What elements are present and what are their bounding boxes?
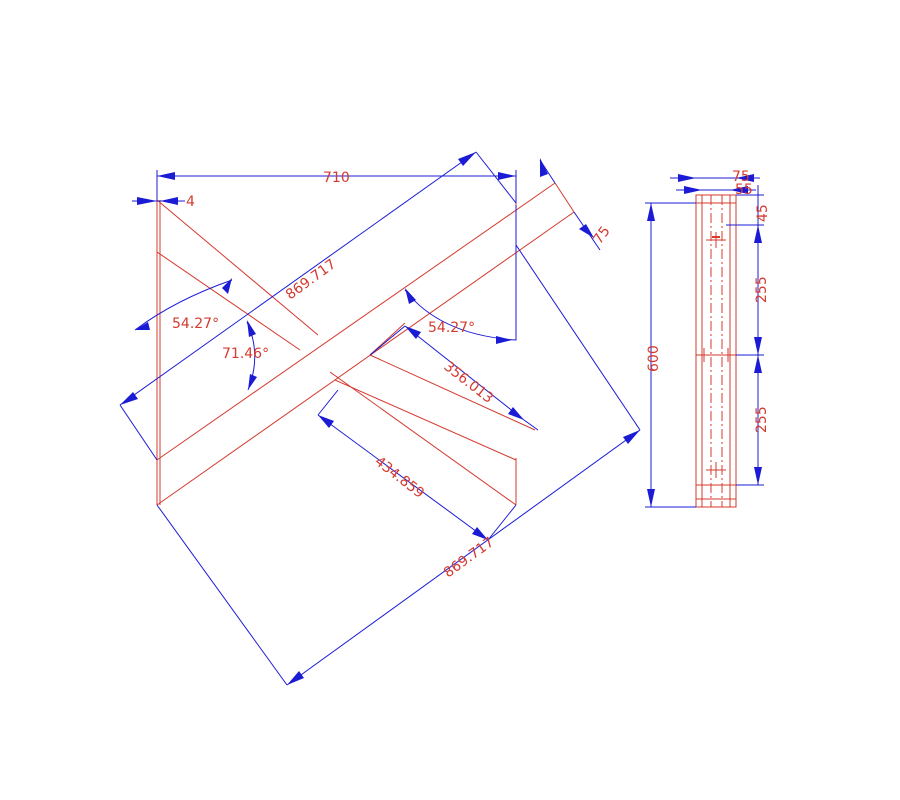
dim-869-upper-label: 869.717 [283,256,339,303]
dim-75-arrow-2 [579,224,594,238]
side-view-dimensions: 75 55 45 600 255 255 [645,169,771,508]
dim-869-lower-arrow-2 [623,430,640,444]
side-view-part [695,194,737,508]
dim-869-lower-arrow-1 [287,671,304,685]
dim-710-arrow-left [157,172,175,180]
dim-869-upper-ext-2 [475,151,517,204]
falling-brace-lower-edge [156,251,301,351]
dim-869-lower-ext-2 [515,244,641,431]
dim-869-lower-ext-1 [156,504,288,686]
angle-right-arrow-1 [405,288,416,304]
falling-brace-upper-edge-2 [369,354,536,431]
falling-brace-upper-edge [156,199,319,336]
dim-869-lower-label: 869.717 [441,534,497,581]
bolt-marker-middle [696,348,736,362]
dim-434-label: 434.859 [372,454,427,502]
dim-356-ext-1 [369,325,406,356]
dim-side-75-label: 75 [732,169,750,185]
dim-434-arrow-2 [472,527,488,540]
dim-869-lower-line [286,429,641,686]
dim-side-45-label: 45 [755,204,771,222]
angle-right-arrow-2 [496,336,512,344]
dim-434-line [317,414,489,541]
angle-left-arrow-1 [135,322,150,330]
rising-brace-upper-edge [156,182,556,461]
dim-side-75-arrow-1 [678,174,696,182]
dim-side-55-arrow-2 [730,186,748,194]
dim-side-600-arrow-1 [647,203,655,221]
angle-left-label: 54.27° [172,316,219,332]
front-view-dimensions: 710 4 869.717 75 54.27° 54.27° 71.4 [119,151,641,686]
dim-356-arrow-1 [405,326,421,339]
dim-side-55-label: 55 [735,182,753,198]
angle-cross-arrow-2 [248,374,257,390]
bolt-marker-bottom [696,462,736,486]
dim-710-arrow-right [498,172,516,180]
dim-side-255-lower-arrow-2 [754,467,762,485]
dim-356-arrow-2 [508,407,524,420]
dim-side-55-arrow-1 [684,186,702,194]
dim-869-upper-arrow-2 [458,152,476,166]
dim-4-label: 4 [186,194,195,210]
bolt-marker-top [706,232,726,248]
dim-75-arrow-1 [540,158,548,177]
dim-4-arrow-right [160,197,178,205]
angle-left-arrow-2 [222,278,232,294]
dim-side-600-label: 600 [646,345,662,372]
angle-left-arc [134,279,233,331]
dim-869-upper-ext-1 [119,404,158,461]
dim-710-label: 710 [323,170,350,186]
dim-side-255-lower-label: 255 [754,406,770,433]
dim-869-upper-line [119,151,477,406]
dim-side-255-upper-label: 255 [754,276,770,303]
dim-4-arrow-left [137,197,157,205]
dim-side-255-upper-arrow-2 [754,337,762,355]
dim-434-ext-1 [317,389,339,416]
angle-cross-label: 71.46° [222,346,269,362]
dim-434-arrow-1 [318,415,334,428]
dim-side-255-upper-arrow-1 [754,225,762,243]
angle-right-label: 54.27° [428,320,475,336]
falling-brace-lower-edge-2 [334,379,517,461]
angle-cross-arrow-1 [247,320,256,337]
dim-434-ext-2 [487,504,517,541]
side-outer-rect [695,194,737,508]
dim-side-75-arrow-2 [736,174,754,182]
falling-brace-mid-edge [329,371,517,506]
dim-356-ext-2 [523,419,539,431]
dim-side-255-lower-arrow-1 [754,355,762,373]
dim-75-label: 75 [590,224,613,248]
dim-356-line [404,325,525,421]
dim-869-upper-arrow-1 [120,392,138,405]
front-view-part [156,182,575,506]
rising-brace-end [554,182,575,213]
rising-brace-lower-edge [156,211,575,506]
dim-side-600-arrow-2 [647,489,655,507]
